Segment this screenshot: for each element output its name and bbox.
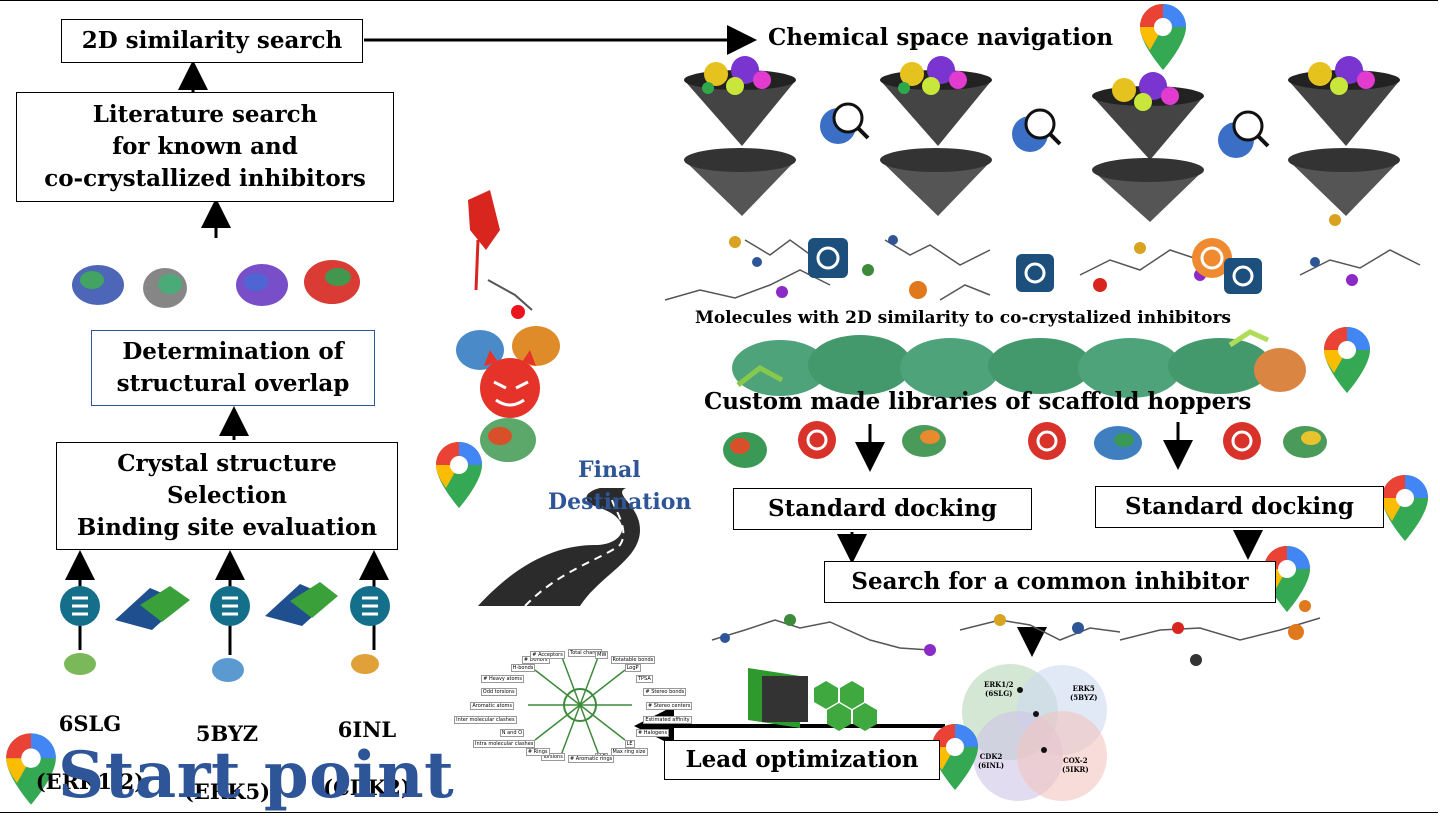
- road-graphic: [478, 488, 640, 607]
- map-pin-icon: [1140, 4, 1186, 70]
- start-point-label: Start point: [58, 738, 455, 813]
- target-code: 5BYZ: [195, 721, 259, 746]
- venn-label-cox2: COX-2 (5IKR): [1062, 756, 1089, 774]
- radar-axis-label: # Aromatic rings: [568, 755, 615, 764]
- radar-axis-label: Max ring size: [610, 748, 648, 757]
- venn-label-erk12: ERK1/2 (6SLG): [984, 680, 1014, 698]
- target-name: (ERK5): [183, 779, 271, 804]
- radar-axis-label: # Stereo bonds: [643, 688, 687, 697]
- target-name: (ERK1/2): [35, 769, 145, 794]
- lower-molecule-atoms: [720, 600, 1311, 666]
- radar-axis-label: Rotatable bonds: [610, 655, 656, 664]
- target-5byz: 5BYZ (ERK5): [172, 690, 282, 835]
- venn-label-cdk2: CDK2 (6INL): [978, 752, 1005, 770]
- similarity-search-box: 2D similarity search: [61, 19, 363, 63]
- scaffold-library-row: [723, 421, 1327, 468]
- radar-axis-label: Torsions: [540, 753, 565, 762]
- standard-docking-left-label: Standard docking: [768, 495, 997, 522]
- literature-search-label: Literature search for known and co-cryst…: [44, 101, 366, 192]
- common-inhibitor-label: Search for a common inhibitor: [851, 568, 1249, 595]
- radar-axis-label: # Heavy atoms: [481, 675, 525, 684]
- radar-axis-label: Intra molecular clashes: [473, 739, 536, 748]
- venn-label-erk5: ERK5 (5BYZ): [1070, 684, 1098, 702]
- common-inhibitor-box: Search for a common inhibitor: [824, 561, 1276, 603]
- search-icon-1: [820, 102, 870, 144]
- radar-axis-label: LE: [624, 739, 635, 748]
- diagram-graphics: [60, 25, 1421, 801]
- radar-axis-label: MW: [595, 650, 609, 659]
- structural-overlap-label: Determination of structural overlap: [116, 338, 350, 397]
- map-pin-icon: [436, 442, 482, 508]
- literature-search-box: Literature search for known and co-cryst…: [16, 92, 394, 202]
- map-pin-icon: [1382, 475, 1428, 541]
- radar-axis-label: Odd torsions: [480, 688, 517, 697]
- target-name: (CDK2): [323, 775, 411, 800]
- radar-axis-label: H-bonds: [510, 664, 536, 673]
- devil-figure: [456, 190, 560, 462]
- radar-axis-label: N and O: [499, 728, 525, 737]
- radar-axis-label: Aromatic atoms: [470, 702, 514, 710]
- lead-optimization-label: Lead optimization: [685, 746, 919, 773]
- molecule-atoms: [729, 214, 1358, 299]
- molecules-similarity-label: Molecules with 2D similarity to co-cryst…: [695, 308, 1231, 328]
- standard-docking-left-box: Standard docking: [733, 488, 1032, 530]
- similarity-search-label: 2D similarity search: [81, 27, 343, 54]
- radar-axis-label: Inter molecular clashes: [454, 715, 517, 724]
- molecule-sketches: [664, 239, 1421, 301]
- radar-axis-label: TPSA: [635, 675, 653, 684]
- standard-docking-right-label: Standard docking: [1125, 493, 1354, 520]
- radar-axis-label: LogP: [624, 664, 641, 673]
- search-icon-2: [1012, 108, 1062, 152]
- funnel-3: [1092, 72, 1204, 222]
- target-code: 6INL: [337, 717, 397, 742]
- radar-axis-label: # Halogens: [635, 728, 670, 737]
- funnel-2: [880, 56, 992, 216]
- search-icon-3: [1218, 110, 1270, 158]
- protein-ribbon-band: [732, 329, 1306, 398]
- property-panel: [748, 668, 877, 731]
- protein-structures-row: [72, 260, 360, 308]
- app-icons-row: [808, 238, 1262, 294]
- final-line-2: Destination: [548, 489, 692, 515]
- crystal-structure-label: Crystal structure Selection Binding site…: [76, 450, 378, 541]
- crystal-structure-box: Crystal structure Selection Binding site…: [56, 442, 398, 550]
- radar-axis-label: # Stereo centers: [646, 702, 693, 710]
- radar-axis-label: # Acceptors: [530, 650, 565, 659]
- venn-diagram: [962, 664, 1107, 801]
- map-pin-icon: [6, 733, 56, 805]
- final-line-1: Final: [578, 457, 641, 483]
- radar-axis-label: Estimated affinity: [643, 715, 692, 724]
- radar-axis-label: # Rings: [525, 748, 550, 757]
- target-6inl: 6INL (CDK2): [312, 686, 422, 831]
- structural-overlap-box: Determination of structural overlap: [91, 330, 375, 406]
- funnel-4: [1288, 56, 1400, 216]
- custom-libraries-label: Custom made libraries of scaffold hopper…: [704, 388, 1252, 415]
- lead-optimization-box: Lead optimization: [664, 740, 940, 780]
- chemical-space-label: Chemical space navigation: [768, 24, 1114, 51]
- funnel-1: [684, 56, 796, 216]
- standard-docking-right-box: Standard docking: [1095, 486, 1384, 528]
- lower-molecules: [711, 617, 1321, 651]
- radar-chart: [528, 651, 632, 759]
- target-6slg: 6SLG (ERK1/2): [35, 680, 145, 825]
- target-tool-icons: [60, 582, 390, 682]
- target-code: 6SLG: [58, 711, 122, 736]
- final-destination-label: Final Destination: [548, 454, 691, 518]
- map-pin-icon: [1324, 327, 1370, 393]
